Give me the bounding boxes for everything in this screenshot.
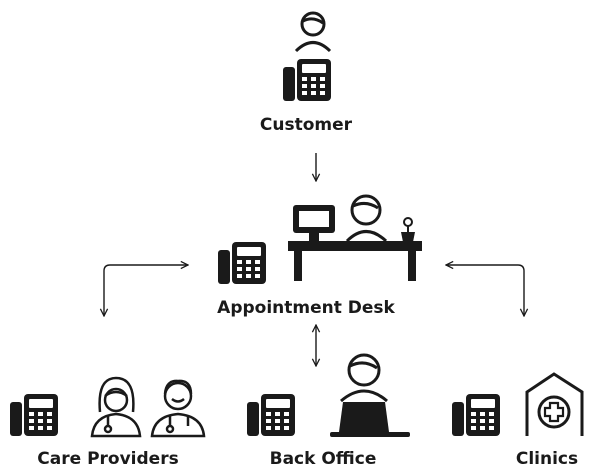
arrow-desk-clinics	[446, 265, 524, 316]
clinic-building-icon	[525, 372, 584, 436]
back-office-label: Back Office	[269, 449, 377, 469]
desk-computer-monitor-icon	[293, 205, 335, 241]
back-office-phone-icon	[247, 394, 295, 436]
customer-label: Customer	[259, 115, 353, 135]
arrow-desk-care-providers	[104, 265, 188, 316]
desk-phone-icon	[218, 242, 266, 284]
female-doctor-icon	[90, 376, 142, 438]
customer-phone-icon	[283, 59, 331, 101]
clinics-label: Clinics	[515, 449, 579, 469]
male-doctor-icon	[150, 379, 206, 438]
appointment-desk-label: Appointment Desk	[217, 298, 395, 318]
customer-person-icon	[294, 11, 332, 53]
flower-pot-icon	[401, 217, 415, 242]
laptop-icon	[330, 402, 410, 437]
care-providers-label: Care Providers	[37, 449, 179, 469]
desk-icon	[288, 241, 422, 281]
desk-person-icon	[345, 194, 388, 243]
clinics-phone-icon	[452, 394, 500, 436]
care-providers-phone-icon	[10, 394, 58, 436]
back-office-person-icon	[340, 353, 388, 403]
